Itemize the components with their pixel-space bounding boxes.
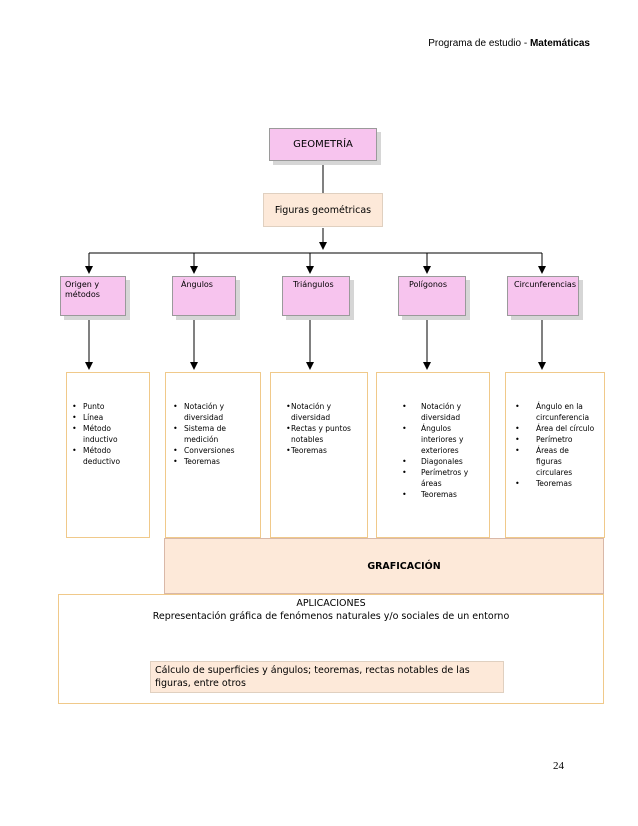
aplicaciones-title: APLICACIONES xyxy=(296,598,366,609)
category-angulos: Ángulos xyxy=(172,276,236,316)
subtitle-node-label: Figuras geométricas xyxy=(274,204,372,216)
detail-item: Sistema de medición xyxy=(170,423,250,445)
page-header: Programa de estudio - Matemáticas xyxy=(428,38,590,49)
detail-box-poligonos: Notación y diversidad Ángulos interiores… xyxy=(376,372,490,538)
detail-box-angulos: Notación y diversidad Sistema de medició… xyxy=(165,372,261,538)
category-label: Polígonos xyxy=(409,280,447,289)
category-label: Circunferencias xyxy=(514,280,576,289)
detail-item: Notación y diversidad xyxy=(399,401,483,423)
detail-box-origen: Punto Línea Método inductivo Método dedu… xyxy=(66,372,150,538)
detail-item: Teoremas xyxy=(399,489,487,500)
detail-item: Método inductivo xyxy=(69,423,135,445)
detail-item: Notación y diversidad xyxy=(170,401,250,423)
aplicaciones-description: Representación gráfica de fenómenos natu… xyxy=(152,611,510,622)
detail-item: Rectas y puntos notables xyxy=(283,423,367,445)
root-node-geometria: GEOMETRÍA xyxy=(269,128,377,161)
category-origen-metodos: Origen y métodos xyxy=(60,276,126,316)
header-subject: Matemáticas xyxy=(529,38,590,49)
detail-item: Perímetro xyxy=(512,434,602,445)
detail-box-triangulos: Notación y diversidad Rectas y puntos no… xyxy=(270,372,368,538)
category-circunferencias: Circunferencias xyxy=(507,276,579,316)
aplicaciones-note: Cálculo de superficies y ángulos; teorem… xyxy=(150,661,504,693)
detail-item: Teoremas xyxy=(170,456,258,467)
detail-item: Área del círculo xyxy=(512,423,602,434)
graficacion-label: GRAFICACIÓN xyxy=(367,560,441,572)
category-poligonos: Polígonos xyxy=(398,276,466,316)
detail-item: Teoremas xyxy=(512,478,602,489)
page-number: 24 xyxy=(553,760,564,772)
category-label: Triángulos xyxy=(293,280,334,289)
detail-item: Conversiones xyxy=(170,445,258,456)
aplicaciones-note-text: Cálculo de superficies y ángulos; teorem… xyxy=(155,665,470,689)
category-label: Origen y métodos xyxy=(65,280,100,299)
detail-item: Teoremas xyxy=(283,445,365,456)
detail-item: Método deductivo xyxy=(69,445,135,467)
detail-item: Ángulo en la circunferencia xyxy=(512,401,600,423)
category-triangulos: Triángulos xyxy=(282,276,350,316)
detail-item: Punto xyxy=(69,401,147,412)
subtitle-node: Figuras geométricas xyxy=(263,193,383,227)
detail-item: Perímetros y áreas xyxy=(399,467,483,489)
detail-item: Diagonales xyxy=(399,456,487,467)
detail-item: Áreas de figuras circulares xyxy=(512,445,596,478)
detail-item: Línea xyxy=(69,412,147,423)
graficacion-band: GRAFICACIÓN xyxy=(164,538,604,594)
detail-item: Ángulos interiores y exteriores xyxy=(399,423,483,456)
category-label: Ángulos xyxy=(181,280,213,289)
detail-item: Notación y diversidad xyxy=(283,401,351,423)
detail-box-circunferencias: Ángulo en la circunferencia Área del cír… xyxy=(505,372,605,538)
root-node-label: GEOMETRÍA xyxy=(293,139,353,150)
